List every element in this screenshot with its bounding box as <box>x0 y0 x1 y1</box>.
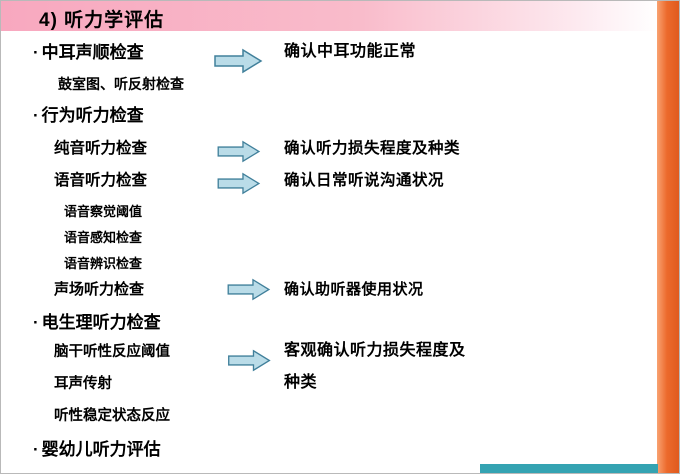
page-title: 4) 听力学评估 <box>39 10 165 31</box>
bullet-dot: · <box>33 106 39 125</box>
list-item-sub: 纯音听力检查 <box>54 140 148 157</box>
item-label: 中耳声顺检查 <box>41 43 144 62</box>
bullet-dot: · <box>33 313 39 332</box>
result-text-line1: 客观确认听力损失程度及 <box>284 342 466 359</box>
list-item-sub: 听性稳定状态反应 <box>54 408 170 424</box>
bullet-dot: · <box>33 440 39 459</box>
list-item-main: ·婴幼儿听力评估 <box>33 439 161 461</box>
item-label: 婴幼儿听力评估 <box>41 440 161 459</box>
list-item-sub: 耳声传射 <box>54 376 112 392</box>
header-bar <box>1 1 658 31</box>
right-edge-strip <box>657 1 679 473</box>
result-text: 确认听力损失程度及种类 <box>284 140 461 157</box>
right-arrow-icon <box>214 48 263 74</box>
list-item-subsub: 语音察觉阈值 <box>64 204 143 219</box>
list-item-sub: 语音听力检查 <box>54 172 148 189</box>
list-item-main: ·行为听力检查 <box>33 105 144 127</box>
result-text-line2: 种类 <box>284 374 318 391</box>
bullet-dot: · <box>33 43 39 62</box>
list-item-subsub: 语音感知检查 <box>64 230 143 245</box>
list-item-main: ·电生理听力检查 <box>33 312 161 334</box>
item-label: 电生理听力检查 <box>41 313 161 332</box>
list-item-subsub: 语音辨识检查 <box>64 256 143 271</box>
list-item-sub: 脑干听性反应阈值 <box>54 344 170 360</box>
right-arrow-icon <box>217 172 261 195</box>
result-text: 确认中耳功能正常 <box>284 43 417 60</box>
result-text: 确认助听器使用状况 <box>284 281 424 298</box>
right-arrow-icon <box>227 278 271 301</box>
right-arrow-icon <box>228 349 271 372</box>
item-label: 行为听力检查 <box>41 106 144 125</box>
list-item-main: ·中耳声顺检查 <box>33 42 144 64</box>
result-text: 确认日常听说沟通状况 <box>284 172 445 189</box>
list-item-sub: 鼓室图、听反射检查 <box>58 76 184 92</box>
bottom-teal-strip <box>480 464 658 473</box>
list-item-sub: 声场听力检查 <box>54 281 145 298</box>
right-arrow-icon <box>217 140 261 163</box>
